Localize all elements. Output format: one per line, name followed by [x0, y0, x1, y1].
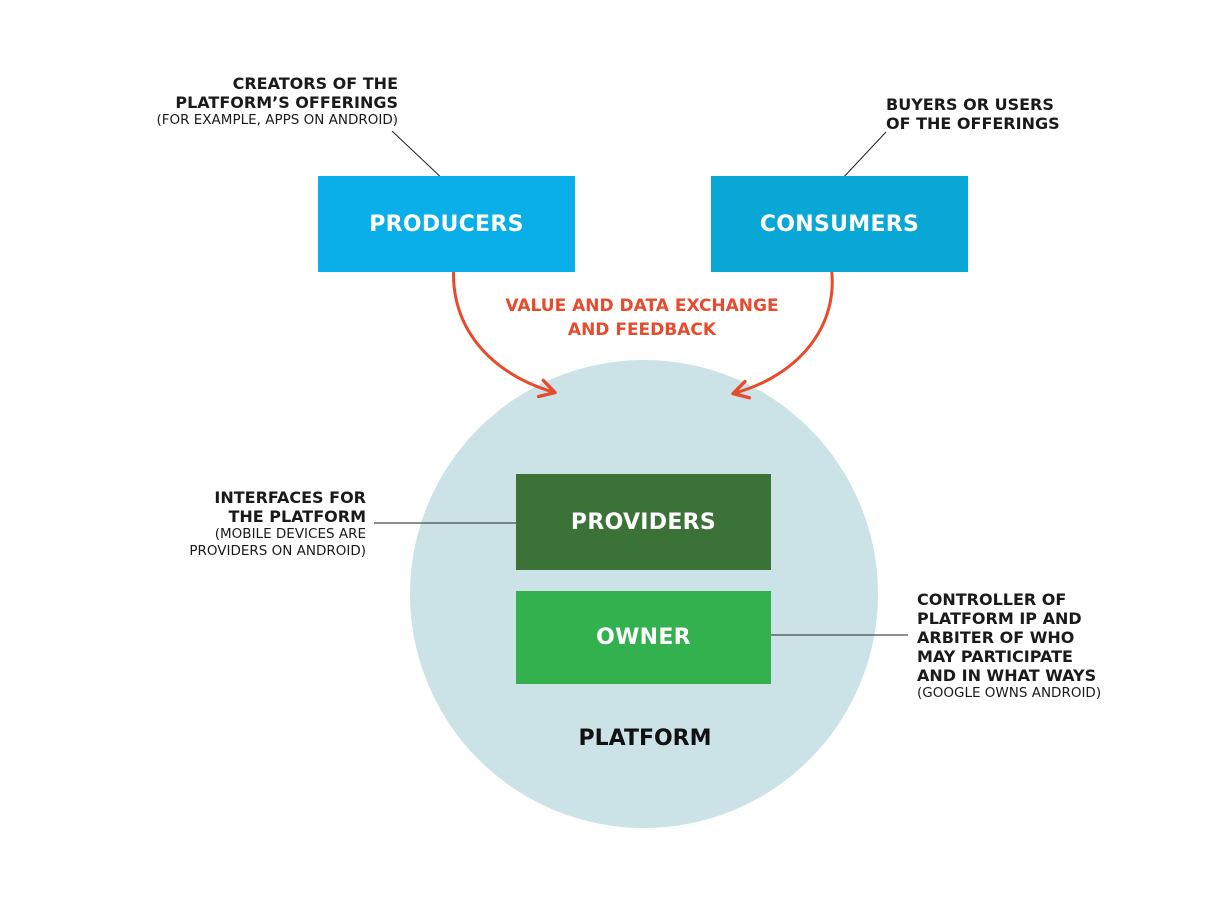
note-line: AND IN WHAT WAYS: [917, 666, 1097, 685]
producers-callout-line: [391, 130, 447, 183]
exchange-label: VALUE AND DATA EXCHANGE AND FEEDBACK: [480, 294, 804, 342]
consumers-callout-line: [840, 131, 887, 181]
note-line: INTERFACES FOR: [214, 488, 366, 507]
producers-box: PRODUCERS: [318, 176, 575, 272]
note-line: MAY PARTICIPATE: [917, 647, 1073, 666]
owner-box: OWNER: [516, 591, 771, 684]
consumers-box: CONSUMERS: [711, 176, 968, 272]
consumers-label: CONSUMERS: [759, 211, 920, 237]
providers-note: INTERFACES FOR THE PLATFORM (MOBILE DEVI…: [189, 488, 366, 560]
note-line: ARBITER OF WHO: [917, 628, 1075, 647]
exchange-label-line: VALUE AND DATA EXCHANGE: [505, 296, 779, 316]
note-line: THE PLATFORM: [228, 507, 366, 526]
owner-label: OWNER: [596, 625, 691, 650]
exchange-label-line: AND FEEDBACK: [567, 320, 717, 340]
note-subtext: (MOBILE DEVICES ARE: [214, 526, 366, 542]
producers-note: CREATORS OF THE PLATFORM’S OFFERINGS (FO…: [156, 74, 398, 129]
note-line: CREATORS OF THE: [232, 74, 398, 93]
providers-label: PROVIDERS: [570, 509, 717, 535]
producers-exchange-arrow: [443, 251, 557, 399]
platform-label: PLATFORM: [578, 726, 712, 751]
note-subtext: (GOOGLE OWNS ANDROID): [917, 685, 1102, 701]
note-line: OF THE OFFERINGS: [886, 114, 1060, 133]
note-subtext: (FOR EXAMPLE, APPS ON ANDROID): [156, 112, 398, 128]
producers-label: PRODUCERS: [369, 211, 524, 237]
note-line: CONTROLLER OF: [917, 590, 1067, 609]
owner-note: CONTROLLER OF PLATFORM IP AND ARBITER OF…: [917, 590, 1101, 702]
note-line: PLATFORM IP AND: [917, 609, 1082, 628]
note-line: PLATFORM’S OFFERINGS: [175, 93, 398, 112]
note-subtext: PROVIDERS ON ANDROID): [189, 543, 366, 559]
providers-box: PROVIDERS: [516, 474, 771, 570]
note-line: BUYERS OR USERS: [886, 95, 1054, 114]
consumers-note: BUYERS OR USERS OF THE OFFERINGS: [886, 95, 1060, 133]
consumers-exchange-arrow: [731, 251, 842, 400]
